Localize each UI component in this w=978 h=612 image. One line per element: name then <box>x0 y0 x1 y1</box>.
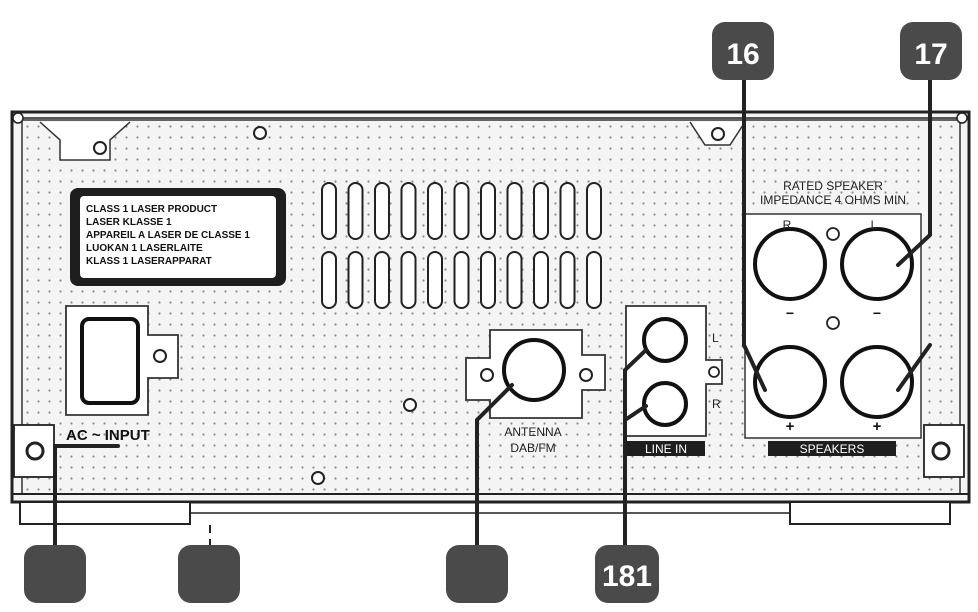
laser-line-3: APPAREIL A LASER DE CLASSE 1 <box>86 230 250 241</box>
callout-leader-lines <box>53 68 932 547</box>
callout-badge-antenna <box>446 545 508 603</box>
ac-input-socket: AC ~ INPUT <box>65 305 179 444</box>
laser-line-2: LASER KLASSE 1 <box>86 217 172 228</box>
vent-slot <box>506 251 523 309</box>
laser-line-1: CLASS 1 LASER PRODUCT <box>86 204 217 215</box>
vent-slot <box>321 182 337 240</box>
vent-slot <box>427 182 443 240</box>
vent-slot <box>559 182 576 240</box>
vent-slot <box>480 251 496 309</box>
vent-slot <box>347 251 364 309</box>
vent-slot <box>533 182 549 240</box>
terminal-left-label: L <box>871 218 878 232</box>
laser-line-4: LUOKAN 1 LASERLAITE <box>86 243 203 254</box>
vent-slot <box>374 182 390 240</box>
antenna-label-line-1: ANTENNA <box>504 425 561 439</box>
svg-text:181: 181 <box>602 560 652 593</box>
vent-slot <box>374 251 390 309</box>
callout-badge-ac-input <box>24 545 86 603</box>
terminal-left-minus: − <box>873 305 881 321</box>
callout-badge-17: 17 <box>900 22 962 80</box>
svg-text:16: 16 <box>726 38 759 71</box>
speaker-rating-line-2: IMPEDANCE 4 OHMS MIN <box>760 193 906 207</box>
vent-slot <box>506 182 523 240</box>
callout-badge-16: 16 <box>712 22 774 80</box>
speaker-rating-line-1: RATED SPEAKER <box>783 179 883 193</box>
vent-slot <box>347 182 364 240</box>
vent-slot <box>321 251 337 309</box>
terminal-right-plus: + <box>786 418 795 435</box>
antenna-label-line-2: DAB/FM <box>510 441 555 455</box>
line-in-label: LINE IN <box>645 442 687 456</box>
speakers-label: SPEAKERS <box>800 442 865 456</box>
line-in-jacks: L R LINE IN <box>625 305 723 456</box>
callout-badge-unlabeled-middle <box>178 545 240 603</box>
vent-slot <box>427 251 443 309</box>
laser-line-5: KLASS 1 LASERAPPARAT <box>86 256 212 267</box>
vent-slot <box>453 182 470 240</box>
terminal-left-plus: + <box>873 418 882 435</box>
vent-slot <box>400 182 417 240</box>
callout-badge-181: 181 <box>595 545 659 603</box>
vent-slot <box>480 182 496 240</box>
ventilation-slots <box>321 182 602 309</box>
terminal-right-label: R <box>783 218 792 232</box>
line-in-right-label: R <box>712 397 721 411</box>
speaker-terminals: RATED SPEAKER IMPEDANCE 4 OHMS MIN R L −… <box>744 179 922 456</box>
laser-warning-label: CLASS 1 LASER PRODUCT LASER KLASSE 1 APP… <box>70 188 286 286</box>
line-in-left-label: L <box>712 331 719 345</box>
svg-text:17: 17 <box>914 38 947 71</box>
vent-slot <box>400 251 417 309</box>
terminal-right-minus: − <box>786 305 794 321</box>
vent-slot <box>453 251 470 309</box>
vent-slot <box>586 182 602 240</box>
vent-slot <box>586 251 602 309</box>
ac-input-label: AC ~ INPUT <box>66 427 150 444</box>
vent-slot <box>559 251 576 309</box>
vent-slot <box>533 251 549 309</box>
